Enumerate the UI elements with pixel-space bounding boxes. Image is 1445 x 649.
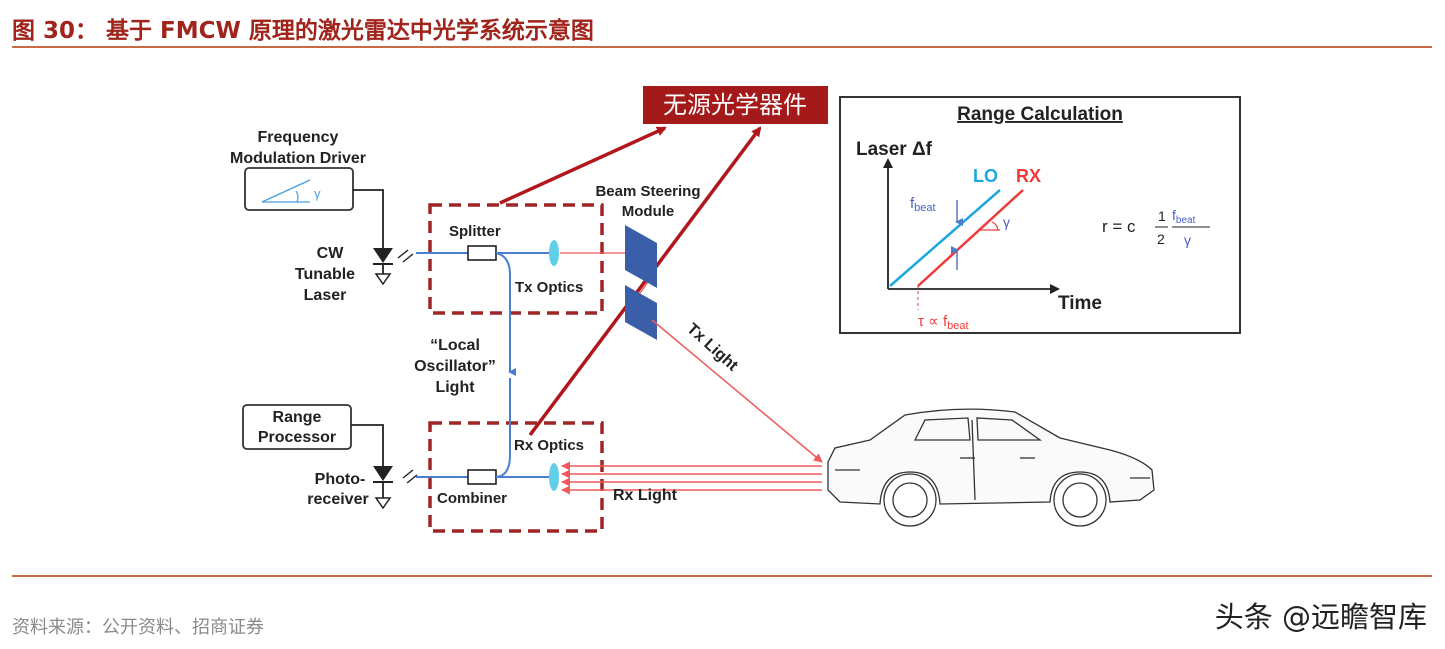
rx-lens-icon <box>549 463 559 491</box>
passive-optics-label: 无源光学器件 <box>643 86 828 124</box>
svg-text:2: 2 <box>1157 231 1165 247</box>
tx-optics-label: Tx Optics <box>515 279 583 296</box>
laser-label-2: Tunable <box>295 266 355 283</box>
lo-light-label-2: Oscillator” <box>414 358 496 375</box>
rx-light-label: Rx Light <box>613 487 678 504</box>
svg-text:无源光学器件: 无源光学器件 <box>663 92 807 119</box>
laser-diode-icon <box>373 243 414 286</box>
fbeat-label: fbeat <box>910 195 936 214</box>
range-calc-ylabel: Laser Δf <box>856 139 933 160</box>
tx-lens-icon <box>549 240 559 266</box>
freq-driver-label: Frequency <box>258 129 339 146</box>
range-calc-title: Range Calculation <box>957 104 1123 125</box>
rx-light-beams <box>561 461 822 495</box>
splitter-label: Splitter <box>449 223 501 240</box>
steering-mirror-2 <box>625 285 657 340</box>
watermark: 头条 @远瞻智库 <box>1214 600 1427 634</box>
car-icon <box>827 408 1155 527</box>
photoreceiver-label-2: receiver <box>307 491 368 508</box>
combiner-label: Combiner <box>437 490 507 507</box>
beam-steering-label-2: Module <box>622 203 675 220</box>
laser-label-3: Laser <box>304 287 347 304</box>
lo-label: LO <box>973 166 998 186</box>
range-calc-xlabel: Time <box>1058 293 1102 314</box>
top-divider <box>12 46 1432 48</box>
range-processor-label-2: Processor <box>258 429 336 446</box>
lo-fiber-to-combiner <box>495 378 511 478</box>
svg-text:γ: γ <box>1184 232 1191 248</box>
range-calc-panel <box>839 96 1241 334</box>
photoreceiver-label: Photo- <box>315 471 366 488</box>
range-formula: r = c 1 2 fbeat γ <box>1102 207 1210 248</box>
tx-light-label: Tx Light <box>683 320 741 375</box>
lo-light-label-3: Light <box>435 379 475 396</box>
processor-wire <box>351 424 384 466</box>
tau-label: τ ∝ fbeat <box>918 313 969 332</box>
lo-light-label: “Local <box>430 337 480 354</box>
driver-wire <box>353 189 384 243</box>
photodiode-icon <box>373 466 418 510</box>
steering-mirror-1 <box>625 225 657 288</box>
lo-line <box>889 189 1001 287</box>
svg-text:fbeat: fbeat <box>1172 207 1196 226</box>
svg-text:γ: γ <box>314 186 321 201</box>
rx-label: RX <box>1016 166 1041 186</box>
tx-passive-box <box>428 203 604 315</box>
splitter-icon <box>467 245 497 261</box>
tx-light-beam <box>651 319 823 463</box>
freq-driver-box: γ <box>244 167 354 211</box>
rx-optics-label: Rx Optics <box>514 437 584 454</box>
passive-arrow-rx <box>528 126 762 437</box>
beam-steering-label: Beam Steering <box>595 183 700 200</box>
combiner-icon <box>467 469 497 485</box>
svg-text:r = c: r = c <box>1102 217 1136 236</box>
passive-arrow-tx <box>499 126 667 205</box>
figure-title: 图 30： 基于 FMCW 原理的激光雷达中光学系统示意图 <box>12 18 594 44</box>
rx-line <box>917 189 1024 287</box>
range-processor-label: Range <box>273 409 322 426</box>
lo-fiber <box>495 252 516 376</box>
laser-label: CW <box>317 245 345 262</box>
freq-driver-label-2: Modulation Driver <box>230 150 366 167</box>
svg-text:1: 1 <box>1158 208 1166 224</box>
range-processor-box <box>242 404 352 450</box>
gamma-arc <box>991 221 999 231</box>
source-note: 资料来源：公开资料、招商证券 <box>12 617 264 638</box>
bottom-divider <box>12 575 1432 577</box>
gamma-label: γ <box>1003 214 1010 230</box>
